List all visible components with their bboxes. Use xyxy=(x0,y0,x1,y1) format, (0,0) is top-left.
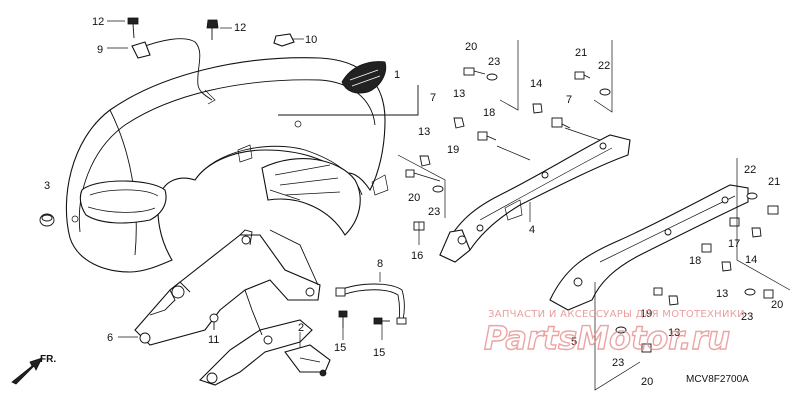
callout-12-left: 12 xyxy=(92,16,104,28)
nut-13-mid xyxy=(419,155,431,167)
callout-1: 1 xyxy=(394,69,400,81)
reflector xyxy=(341,61,387,94)
watermark-tagline: ЗАПЧАСТИ И АКСЕССУАРЫ ДЛЯ МОТОТЕХНИКИ xyxy=(488,309,745,320)
watermark-logo: PartsMotor.ru xyxy=(484,319,730,357)
callout-6: 6 xyxy=(107,332,113,344)
front-label: FR. xyxy=(40,354,56,365)
callout-21-right: 21 xyxy=(768,176,780,188)
callout-11: 11 xyxy=(208,334,219,346)
callout-18-top: 18 xyxy=(483,107,495,119)
callout-17-right: 17 xyxy=(728,238,740,250)
bolt-18-right xyxy=(701,243,712,253)
grab-rail-left xyxy=(439,134,631,263)
bolt-11 xyxy=(209,313,219,330)
bracket-2 xyxy=(284,344,331,377)
callout-7b: 7 xyxy=(566,94,572,106)
bolt-15-right xyxy=(373,317,390,325)
washer-23-top xyxy=(486,73,498,81)
callout-7: 7 xyxy=(430,92,436,104)
nut-13-bottom xyxy=(668,295,679,306)
callout-8: 8 xyxy=(377,258,383,270)
callout-2: 2 xyxy=(298,322,304,334)
washer-23-right xyxy=(744,288,756,296)
callout-20-right: 20 xyxy=(771,299,783,311)
bolt-21-right xyxy=(767,205,779,215)
watermark: ЗАПЧАСТИ И АКСЕССУАРЫ ДЛЯ МОТОТЕХНИКИ Pa… xyxy=(483,309,745,358)
bolt-12-right xyxy=(206,19,219,40)
nut-13-right xyxy=(721,261,732,272)
callout-23-top: 23 xyxy=(488,56,500,68)
bolt-16 xyxy=(413,221,425,231)
front-direction-arrow: FR. xyxy=(11,354,56,385)
bolt-20-bottom xyxy=(641,343,652,353)
clip-nut-10 xyxy=(273,33,295,47)
callout-21-top: 21 xyxy=(575,47,587,59)
washer-23-mid xyxy=(432,185,444,193)
callout-13-mid: 13 xyxy=(418,126,430,138)
callout-23-mid: 23 xyxy=(428,206,440,218)
callout-20-mid: 20 xyxy=(408,192,420,204)
callout-18-right: 18 xyxy=(689,255,701,267)
callout-3: 3 xyxy=(44,180,50,192)
callout-15-left: 15 xyxy=(334,342,346,354)
diagram-code: MCV8F2700A xyxy=(686,374,749,385)
callout-20-bottom: 20 xyxy=(641,376,653,388)
callout-numbers: 1 2 3 4 5 6 7 7 8 9 10 11 12 12 13 13 13… xyxy=(44,16,783,388)
callout-13-bottom: 13 xyxy=(668,327,680,339)
collar-17-right xyxy=(729,217,740,227)
callout-22-top: 22 xyxy=(598,60,610,72)
callout-16: 16 xyxy=(411,250,423,262)
washer-22-top xyxy=(599,88,611,96)
callout-13-top: 13 xyxy=(453,88,465,100)
bolt-21-top xyxy=(574,71,591,80)
callout-14-right: 14 xyxy=(745,254,757,266)
bolt-12-left xyxy=(127,17,139,39)
callout-19-top: 19 xyxy=(447,144,459,156)
nut-14-top xyxy=(532,103,543,114)
callout-23-right: 23 xyxy=(741,311,753,323)
harness-clip xyxy=(131,38,216,105)
grab-rail-right xyxy=(549,184,749,311)
nut-13-top xyxy=(453,117,465,129)
callout-23-bottom: 23 xyxy=(612,357,624,369)
leader-lines xyxy=(107,20,791,391)
callout-5: 5 xyxy=(571,336,577,348)
fender-bracket xyxy=(134,229,321,386)
stay-8 xyxy=(335,283,407,325)
collar-17-top xyxy=(551,117,571,129)
callout-12-right: 12 xyxy=(234,22,246,34)
callout-4: 4 xyxy=(529,224,535,236)
callout-10: 10 xyxy=(305,34,317,46)
bolt-20-top xyxy=(463,67,486,76)
bolt-15-left xyxy=(338,310,348,328)
callout-15-right: 15 xyxy=(373,347,385,359)
callout-22-right: 22 xyxy=(744,164,756,176)
washer-23-bottom xyxy=(615,326,627,334)
callout-9: 9 xyxy=(97,44,103,56)
bolt-19-mid xyxy=(405,169,441,182)
washer-22-right xyxy=(746,192,758,200)
callout-19-bottom: 19 xyxy=(640,308,652,320)
bolt-18-top xyxy=(477,131,497,141)
rear-fender xyxy=(39,57,389,273)
callout-14-top: 14 xyxy=(530,78,542,90)
bolt-20-right xyxy=(763,289,774,299)
nut-14-right xyxy=(751,227,762,238)
callout-13-right: 13 xyxy=(716,288,728,300)
bolt-19-bottom xyxy=(653,287,663,296)
callout-20-top: 20 xyxy=(465,41,477,53)
